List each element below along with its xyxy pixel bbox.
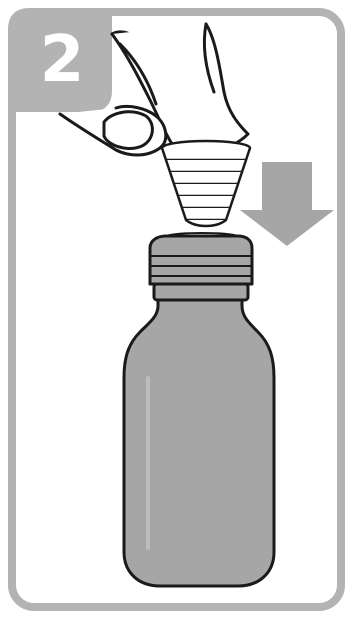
down-arrow-icon [240,162,334,246]
adapter-icon [162,141,250,226]
bottle-icon [124,233,274,586]
hand-icon [60,24,248,155]
